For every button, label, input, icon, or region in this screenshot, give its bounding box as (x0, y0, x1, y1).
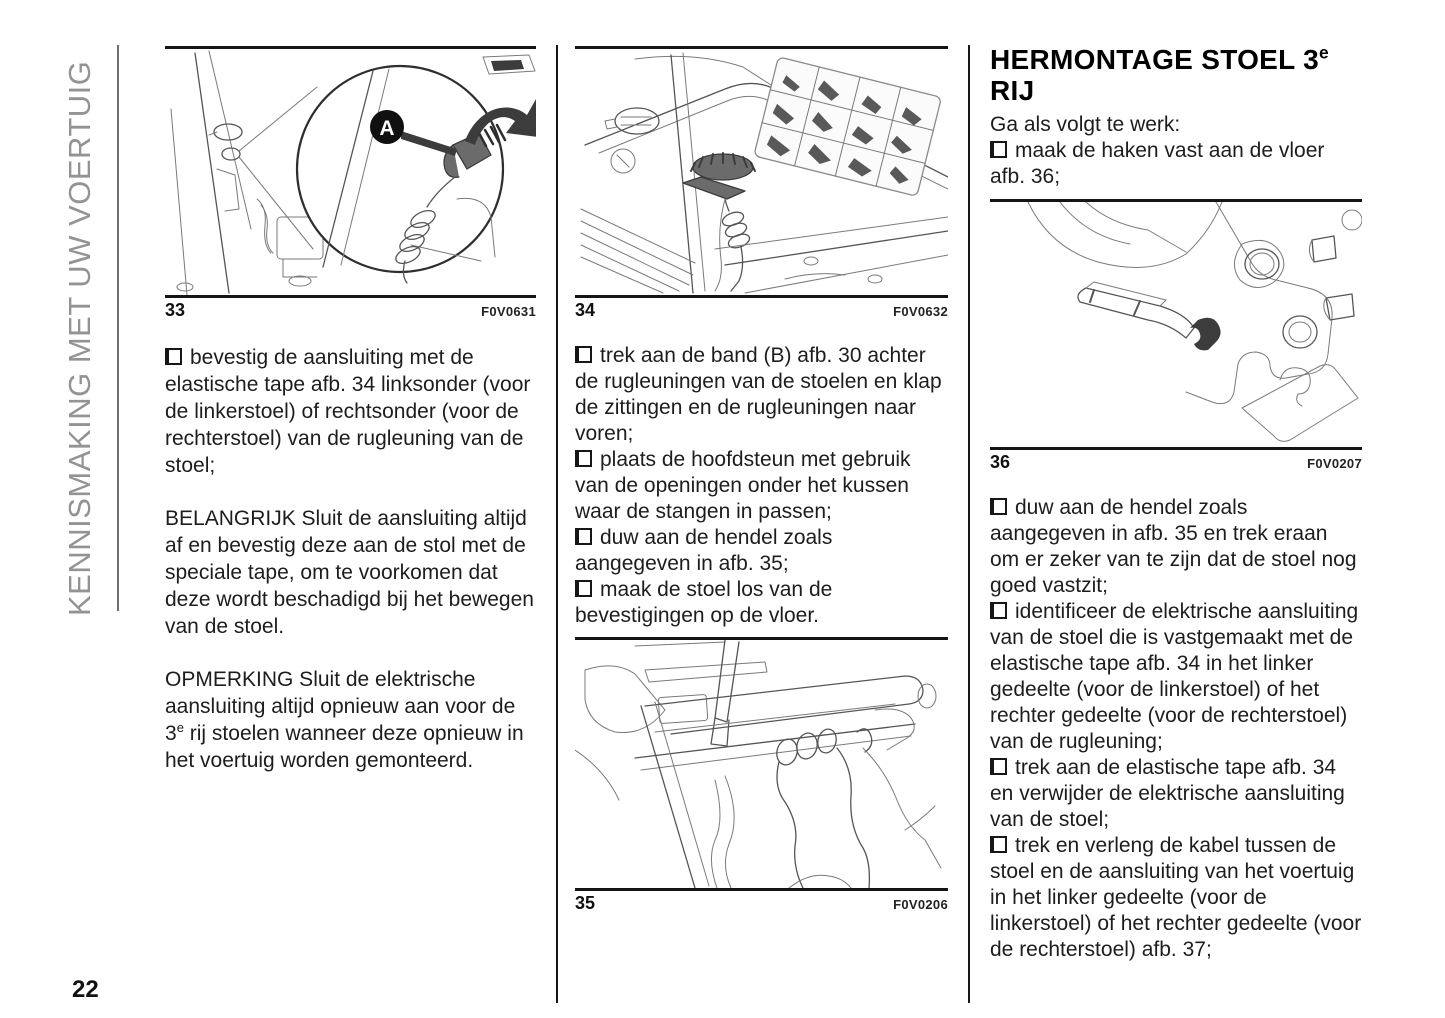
figure-33-caption: 33 F0V0631 (165, 300, 536, 321)
figure-34-art (580, 52, 948, 294)
bullet-paragraph: identificeer de elektrische aansluiting … (990, 600, 1359, 753)
bullet-paragraph: maak de stoel los van de bevestigingen o… (575, 578, 833, 627)
bullet-paragraph: trek en verleng de kabel tussen de stoel… (990, 834, 1362, 961)
checkbox-bullet-icon (990, 602, 1007, 619)
figure-33-callout-a: A (379, 117, 394, 140)
checkbox-bullet-icon (575, 450, 592, 467)
figure-code: F0V0207 (1307, 456, 1362, 471)
note-paragraph: OPMERKING Sluit de elektrische aansluiti… (165, 668, 524, 772)
sidebar-rule (117, 45, 119, 611)
column-divider (968, 45, 970, 1003)
figure-34 (575, 46, 948, 298)
checkbox-bullet-icon (990, 836, 1007, 853)
chapter-sidebar-label: KENNISMAKING MET UW VOERTUIG (62, 60, 97, 616)
column-3-text: duw aan de hendel zoals aangegeven in af… (990, 495, 1362, 963)
figure-35-caption: 35 F0V0206 (575, 893, 948, 914)
figure-35-art (575, 640, 942, 888)
checkbox-bullet-icon (990, 141, 1007, 158)
bullet-paragraph: bevestig de aansluiting met de elastisch… (165, 346, 531, 477)
column-3: HERMONTAGE STOEL 3e RIJ Ga als volgt te … (990, 44, 1362, 963)
checkbox-bullet-icon (575, 528, 592, 545)
figure-36-art (1027, 202, 1362, 442)
column-2: 34 F0V0632 trek aan de band (B) afb. 30 … (575, 46, 948, 914)
checkbox-bullet-icon (165, 348, 182, 365)
figure-36 (990, 199, 1362, 450)
column-2-text: trek aan de band (B) afb. 30 achter de r… (575, 343, 948, 629)
figure-number: 34 (575, 300, 596, 320)
checkbox-bullet-icon (990, 498, 1007, 515)
bullet-paragraph: duw aan de hendel zoals aangegeven in af… (575, 526, 833, 575)
figure-33: A (165, 46, 536, 298)
checkbox-bullet-icon (575, 580, 592, 597)
figure-35 (575, 637, 948, 891)
figure-36-caption: 36 F0V0207 (990, 452, 1362, 473)
column-divider (556, 45, 558, 1003)
column-1-text: bevestig de aansluiting met de elastisch… (165, 344, 536, 774)
figure-code: F0V0206 (893, 897, 948, 912)
bullet-paragraph: duw aan de hendel zoals aangegeven in af… (990, 496, 1357, 597)
column-1: A 33 F0V0631 bevestig de aansluiting met… (165, 46, 536, 774)
bullet-paragraph: plaats de hoofdsteun met gebruik van de … (575, 448, 911, 523)
bullet-paragraph: trek aan de band (B) afb. 30 achter de r… (575, 344, 942, 445)
important-paragraph: BELANGRIJK Sluit de aansluiting altijd a… (165, 507, 534, 638)
page-number: 22 (72, 976, 99, 1003)
figure-number: 36 (990, 452, 1011, 472)
bullet-paragraph: trek aan de elastische tape afb. 34 en v… (990, 756, 1345, 831)
column-3-intro: Ga als volgt te werk: maak de haken vast… (990, 112, 1362, 190)
checkbox-bullet-icon (990, 758, 1007, 775)
bullet-paragraph: maak de haken vast aan de vloer afb. 36; (990, 139, 1325, 188)
figure-number: 33 (165, 300, 186, 320)
checkbox-bullet-icon (575, 346, 592, 363)
figure-34-caption: 34 F0V0632 (575, 300, 948, 321)
intro-paragraph: Ga als volgt te werk: (990, 113, 1181, 136)
figure-33-art: A (170, 50, 536, 295)
section-heading: HERMONTAGE STOEL 3e RIJ (990, 42, 1329, 106)
figure-code: F0V0631 (481, 304, 536, 319)
figure-number: 35 (575, 893, 596, 913)
figure-code: F0V0632 (893, 304, 948, 319)
